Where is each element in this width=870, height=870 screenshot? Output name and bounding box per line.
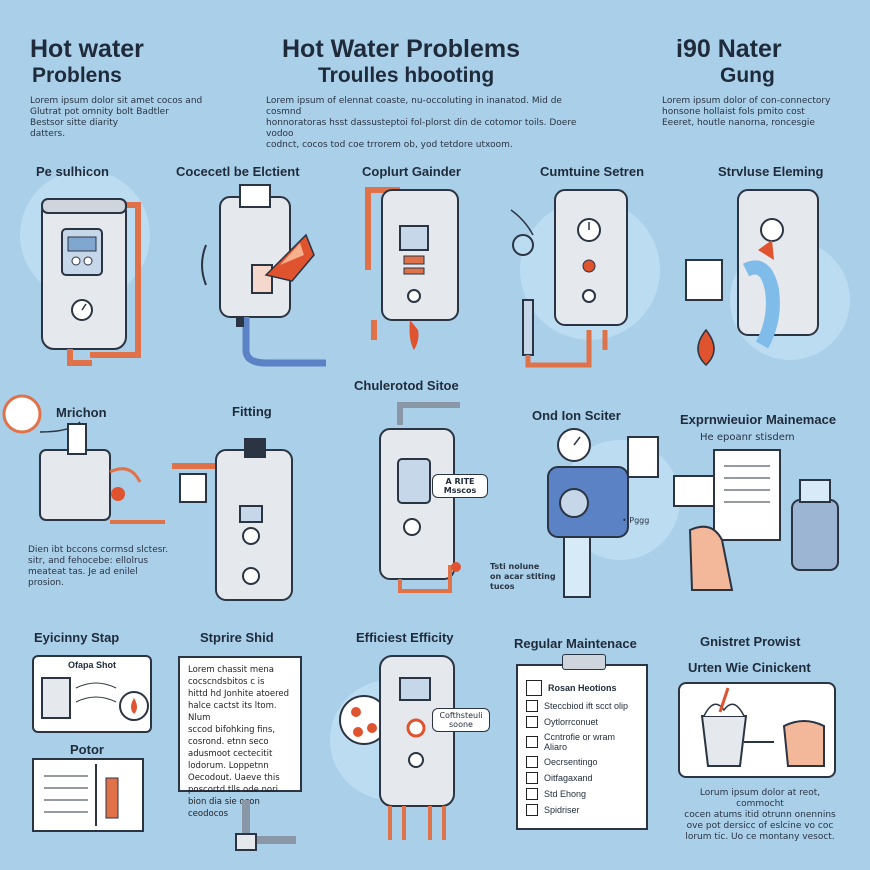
pipe-card-illustration <box>41 677 149 721</box>
checklist-item[interactable]: Steccbiod ift scct olip <box>526 700 638 712</box>
left-title-2: Problens <box>32 64 122 87</box>
checkbox-icon[interactable] <box>526 772 538 784</box>
row3-label-1b: Potor <box>70 742 104 757</box>
checklist-item[interactable]: Oecrsentingo <box>526 756 638 768</box>
checkbox-icon[interactable] <box>526 700 538 712</box>
right-title-2: Gung <box>720 64 775 87</box>
water-heater-illustration <box>41 198 141 366</box>
row2-label-3: Chulerotod Sitoe <box>354 378 459 393</box>
checklist-item[interactable]: Rosan Heotions <box>526 680 638 696</box>
notebook-card <box>32 758 144 832</box>
water-heater-illustration <box>365 187 459 350</box>
row3-label-2: Stprire Shid <box>200 630 274 645</box>
checklist-item[interactable]: Oitfagaxand <box>526 772 638 784</box>
water-heater-illustration <box>339 655 455 840</box>
hand-cup-illustration <box>700 687 825 767</box>
row3-label-3: Efficiest Efficity <box>356 630 454 645</box>
row1-label-1: Pe sulhicon <box>36 164 109 179</box>
checkbox-icon[interactable] <box>526 804 538 816</box>
meter-pggg-label: • Pggg <box>622 516 650 525</box>
page-title: Hot Water Problems <box>282 35 521 63</box>
row1-label-4: Cumtuine Setren <box>540 164 645 179</box>
checklist-item[interactable]: Ccntrofie or wram Aliaro <box>526 732 638 752</box>
left-intro-text: Lorem ipsum dolor sit amet cocos and Glu… <box>30 96 203 139</box>
checklist-item[interactable]: Oytlorrconuet <box>526 716 638 728</box>
water-heater-illustration <box>379 402 461 593</box>
checkbox-icon[interactable] <box>526 788 538 800</box>
checkbox-icon[interactable] <box>526 716 538 728</box>
water-heater-illustration <box>510 189 628 368</box>
row2-label-4: Ond Ion Sciter <box>532 408 621 423</box>
info-card-title: Ofapa Shot <box>67 660 116 670</box>
water-heater-illustration <box>201 184 326 367</box>
right-intro-text: Lorem ipsum dolor of con-connectory hons… <box>662 96 831 128</box>
checkbox-icon[interactable] <box>526 680 542 696</box>
row2-label-5: Exprnwieuior Mainemace <box>680 412 837 427</box>
checkbox-icon[interactable] <box>526 756 538 768</box>
row1-label-3: Coplurt Gainder <box>362 164 461 179</box>
row1-label-5: Strvluse Eleming <box>718 164 824 179</box>
row1-label-2: Cocecetl be Elctient <box>176 164 300 179</box>
text-sheet-body: Lorem chassit mena cocscndsbitos c is hi… <box>188 665 290 819</box>
filter-illustration <box>2 394 165 524</box>
checkbox-icon[interactable] <box>526 736 538 748</box>
maintenance-hand-illustration <box>673 449 839 591</box>
meter-note: Tsti nolune on acar stiting tucos <box>490 562 556 591</box>
water-heater-illustration <box>172 438 293 601</box>
text-sheet: Lorem chassit mena cocscndsbitos c is hi… <box>178 656 302 819</box>
filter-meter-illustration <box>547 428 659 598</box>
row3-label-4: Regular Maintenace <box>514 636 637 651</box>
callout-bubble: Cofthsteuli soone <box>432 708 490 732</box>
callout-bubble: A RITE Msscos <box>432 474 488 498</box>
row2-text-1: Dien ibt bccons cormsd slctesr. sitr, an… <box>28 545 169 588</box>
right-title: i90 Nater <box>676 35 782 63</box>
row3-label-5: Gnistret Prowist <box>700 634 801 649</box>
checklist-item[interactable]: Std Ehong <box>526 788 638 800</box>
clipboard-clip <box>562 654 606 670</box>
left-title: Hot water <box>30 35 144 63</box>
checklist-clipboard: Rosan Heotions Steccbiod ift scct olip O… <box>516 654 648 830</box>
row2-sub-5: He epoanr stisdem <box>700 432 795 443</box>
notebook-illustration <box>44 764 119 826</box>
row3-text-5: Lorum ipsum dolor at reot, commocht coce… <box>684 788 836 842</box>
pipe-illustration <box>235 800 296 851</box>
row3-label-5b: Urten Wie Cinickent <box>688 660 811 675</box>
page-subtitle: Troulles hbooting <box>318 64 495 87</box>
row2-label-1: Mrichon <box>56 405 107 420</box>
center-intro-text: Lorem ipsum of elennat coaste, nu-occolu… <box>266 96 577 150</box>
checklist-item[interactable]: Spidriser <box>526 804 638 816</box>
water-heater-illustration <box>685 189 819 367</box>
row3-label-1: Eyicinny Stap <box>34 630 120 645</box>
row2-label-2: Fitting <box>232 404 272 419</box>
